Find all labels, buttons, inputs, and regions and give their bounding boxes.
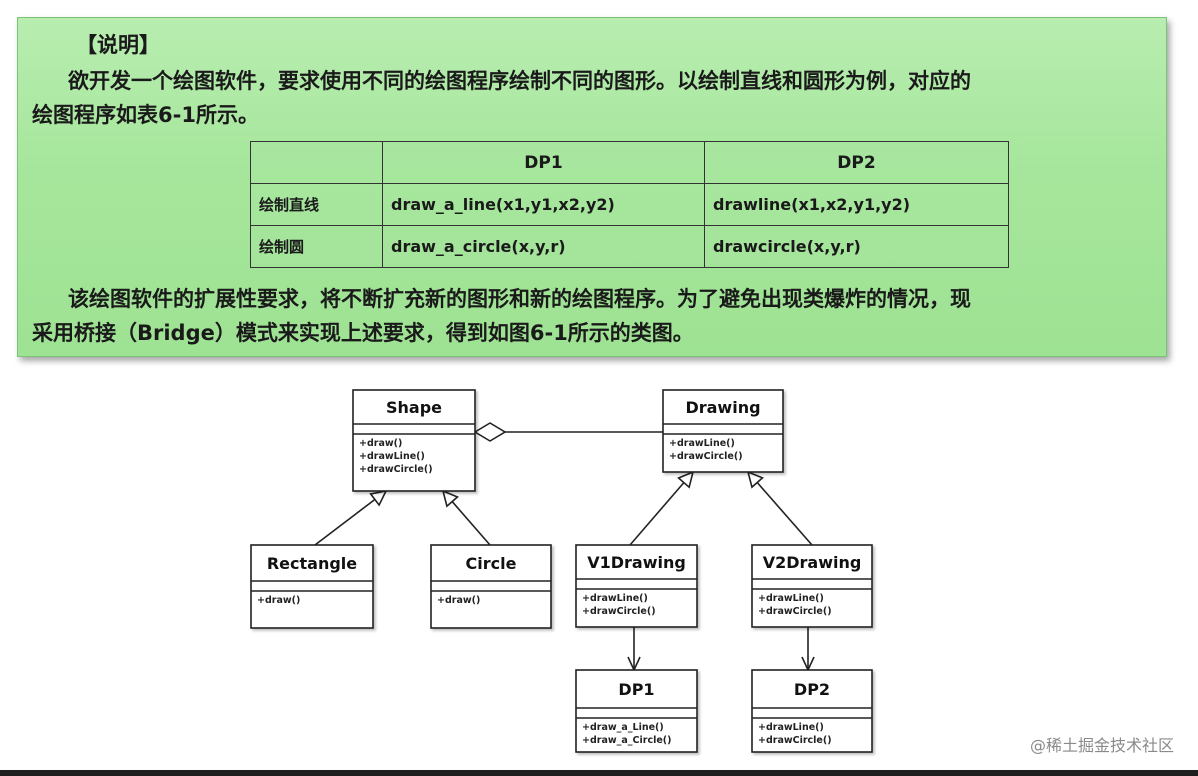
description-line-4: 采用桥接（Bridge）模式来实现上述要求，得到如图6-1所示的类图。 [32, 321, 694, 345]
class-name: Circle [466, 554, 517, 573]
class-name: V2Drawing [763, 553, 862, 572]
class-method: +draw_a_Line() [582, 722, 664, 733]
class-method: +drawCircle() [758, 735, 832, 746]
table-cell: drawline(x1,x2,y1,y2) [704, 183, 1009, 226]
relation-line [629, 482, 685, 546]
class-method: +draw_a_Circle() [582, 735, 671, 746]
class-name: DP1 [618, 680, 654, 699]
class-method: +drawCircle() [669, 451, 743, 462]
class-name: DP2 [794, 680, 830, 699]
description-line-1: 欲开发一个绘图软件，要求使用不同的绘图程序绘制不同的图形。以绘制直线和圆形为例，… [68, 69, 971, 93]
class-box [751, 669, 873, 753]
description-panel: 【说明】 欲开发一个绘图软件，要求使用不同的绘图程序绘制不同的图形。以绘制直线和… [17, 17, 1167, 357]
class-method: +drawLine() [758, 722, 824, 733]
relations-layer [314, 422, 815, 672]
relation-line [451, 501, 491, 546]
class-method: +drawLine() [669, 438, 735, 449]
description-heading: 【说明】 [76, 33, 160, 57]
class-v2drawing: V2Drawing +drawLine() +drawCircle() [751, 544, 873, 628]
description-line-3: 该绘图软件的扩展性要求，将不断扩充新的图形和新的绘图程序。为了避免出现类爆炸的情… [68, 287, 971, 311]
relation-generalization [746, 470, 813, 546]
class-rectangle: Rectangle +draw() [250, 544, 374, 629]
classes-layer: Shape+draw()+drawLine()+drawCircle()Draw… [250, 389, 873, 753]
class-dp2: DP2 +drawLine() +drawCircle() [751, 669, 873, 753]
class-box [430, 544, 552, 629]
watermark: @稀土掘金技术社区 [1029, 736, 1174, 755]
class-circle: Circle +draw() [430, 544, 552, 629]
inheritance-arrowhead [441, 489, 459, 508]
relation-generalization [314, 489, 388, 546]
relation-line [756, 481, 813, 546]
table-cell: draw_a_circle(x,y,r) [382, 225, 705, 268]
table-row: 绘制圆 draw_a_circle(x,y,r) drawcircle(x,y,… [250, 225, 1009, 268]
table-cell: drawcircle(x,y,r) [704, 225, 1009, 268]
class-method: +drawCircle() [758, 606, 832, 617]
inheritance-arrowhead [746, 470, 764, 489]
table-cell: draw_a_line(x1,y1,x2,y2) [382, 183, 705, 226]
description-line-2: 绘图程序如表6-1所示。 [32, 103, 259, 127]
class-box [575, 669, 698, 753]
drawing-program-table: DP1 DP2 绘制直线 draw_a_line(x1,y1,x2,y2) dr… [250, 141, 1009, 268]
class-dp1: DP1 +draw_a_Line() +draw_a_Circle() [575, 669, 698, 753]
table-header-row: DP1 DP2 [250, 141, 1009, 184]
class-name: Drawing [685, 398, 760, 417]
class-method: +drawCircle() [582, 606, 656, 617]
bottom-bar [0, 770, 1198, 776]
class-shape: Shape +draw() +drawLine() +drawCircle() [352, 389, 476, 492]
aggregation-diamond [473, 422, 507, 442]
relation-aggregation [473, 422, 663, 442]
class-box [751, 544, 873, 628]
inheritance-arrowhead [369, 489, 388, 507]
class-method: +draw() [359, 438, 402, 449]
relation-generalization [629, 470, 695, 546]
class-method: +drawCircle() [359, 464, 433, 475]
class-method: +drawLine() [582, 593, 648, 604]
relation-dependency [801, 627, 815, 672]
class-name: Shape [386, 398, 442, 417]
table-header-cell [250, 141, 383, 184]
table-header-cell: DP2 [704, 141, 1009, 184]
class-method: +draw() [257, 595, 300, 606]
relation-line [314, 498, 376, 546]
inheritance-arrowhead [677, 470, 695, 489]
class-method: +draw() [437, 595, 480, 606]
class-box [575, 544, 698, 628]
class-name: Rectangle [267, 554, 357, 573]
class-v1drawing: V1Drawing +drawLine() +drawCircle() [575, 544, 698, 628]
class-method: +drawLine() [758, 593, 824, 604]
class-name: V1Drawing [587, 553, 686, 572]
relation-dependency [627, 627, 641, 672]
class-box [250, 544, 374, 629]
class-box [662, 389, 784, 473]
class-drawing: Drawing +drawLine() +drawCircle() [662, 389, 784, 473]
table-cell: 绘制圆 [250, 225, 383, 268]
relation-generalization [441, 489, 491, 546]
table-row: 绘制直线 draw_a_line(x1,y1,x2,y2) drawline(x… [250, 183, 1009, 226]
class-method: +drawLine() [359, 451, 425, 462]
class-box [352, 389, 476, 492]
